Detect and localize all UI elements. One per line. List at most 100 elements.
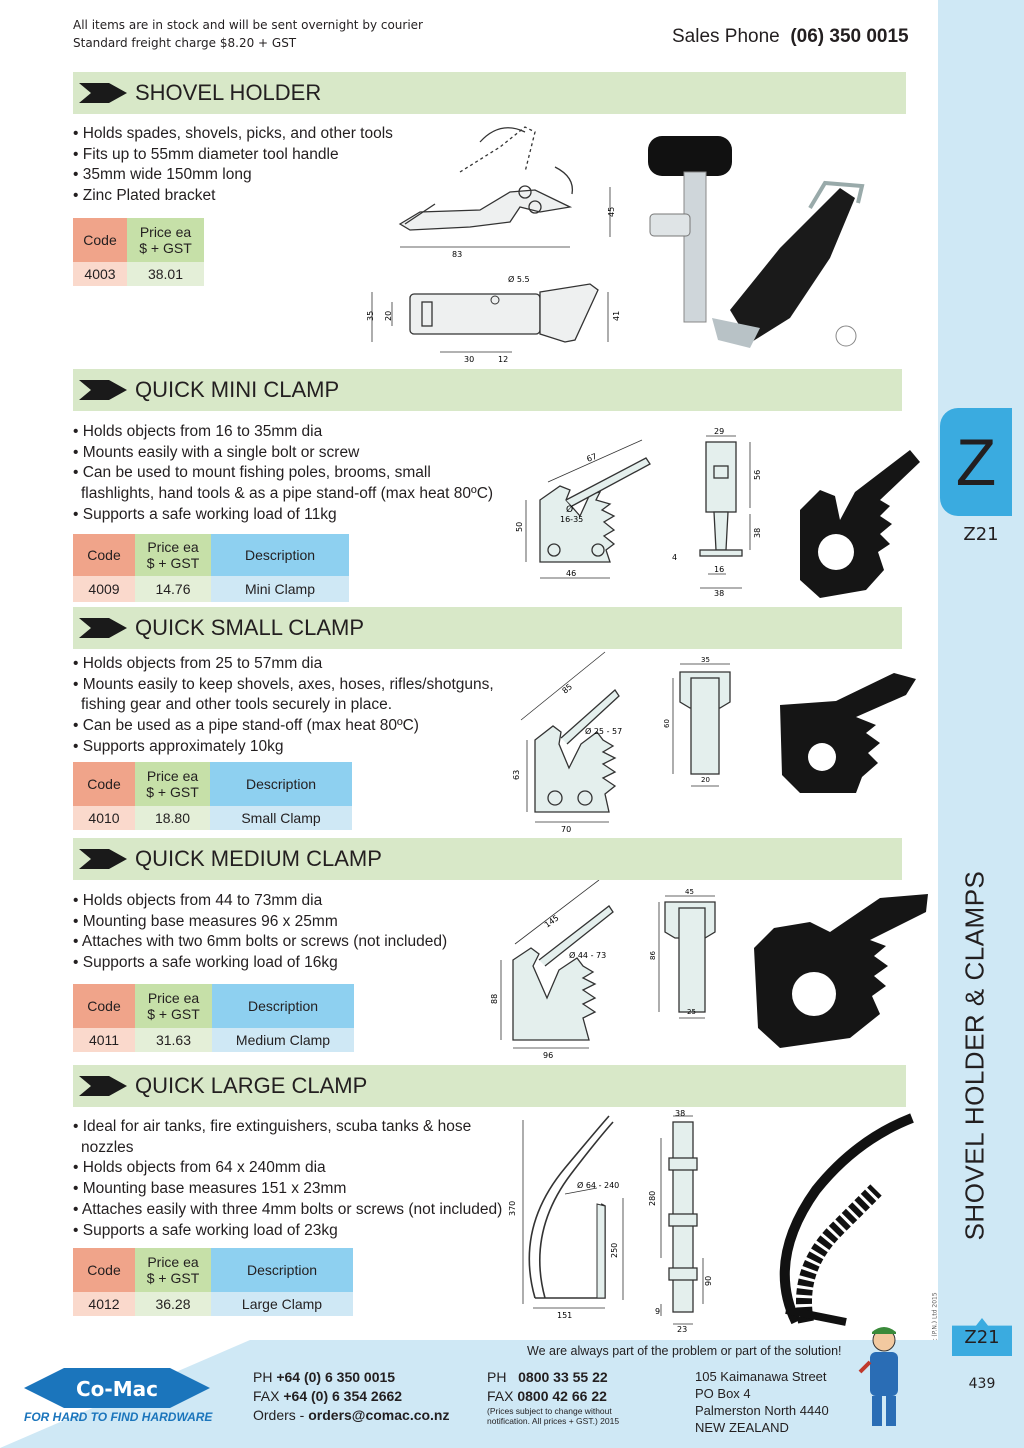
address-line: PO Box 4 (695, 1386, 751, 1401)
product-price: 38.01 (127, 262, 204, 286)
arrow-icon (79, 1076, 127, 1096)
freephone-number[interactable]: 0800 33 55 22 (518, 1369, 608, 1385)
feature-item: flashlights, hand tools & as a pipe stan… (81, 485, 494, 503)
dim-label: 38 (675, 1109, 685, 1118)
feature-item: • Ideal for air tanks, fire extinguisher… (73, 1118, 472, 1135)
product-code[interactable]: 4010 (73, 806, 135, 830)
feature-item: • 35mm wide 150mm long (73, 166, 252, 184)
product-description: Medium Clamp (212, 1028, 354, 1052)
address-line: Palmerston North 4440 (695, 1403, 829, 1418)
freefax-number: 0800 42 66 22 (517, 1388, 607, 1404)
dim-label: 30 (464, 355, 474, 364)
product-price: 36.28 (135, 1292, 211, 1316)
page-number: 439 (968, 1376, 996, 1392)
feature-item: • Mounts easily to keep shovels, axes, h… (73, 675, 494, 693)
arrow-icon (79, 849, 127, 869)
dim-label: 29 (714, 427, 724, 436)
dim-label: 45 (685, 888, 694, 896)
dim-label: 50 (515, 522, 524, 532)
arrow-icon (79, 380, 127, 400)
dim-label: 96 (543, 1051, 553, 1060)
code-header: Code (73, 984, 135, 1028)
description-header: Description (212, 984, 354, 1028)
dim-label: 25 (687, 1008, 696, 1016)
comac-logo[interactable]: Co-Mac (24, 1366, 210, 1410)
feature-item: • Can be used to mount fishing poles, br… (73, 464, 431, 482)
dim-label: 83 (452, 250, 462, 259)
price-header: Price ea$ + GST (135, 534, 211, 576)
section-title: QUICK LARGE CLAMP (135, 1073, 368, 1098)
price-table: Code Price ea$ + GST Description 4011 31… (73, 984, 354, 1052)
freephone-block: PH 0800 33 55 22 FAX 0800 42 66 22 (Pric… (487, 1368, 647, 1426)
side-band (938, 0, 1024, 1448)
section-header-quick-mini-clamp: QUICK MINI CLAMP (73, 369, 902, 411)
ph-number[interactable]: +64 (0) 6 350 0015 (276, 1369, 396, 1385)
orders-email[interactable]: orders@comac.co.nz (308, 1407, 450, 1423)
dim-label: 280 (648, 1191, 657, 1206)
vertical-page-title: SHOVEL HOLDER & CLAMPS (959, 870, 990, 1240)
feature-list: • Ideal for air tanks, fire extinguisher… (73, 1117, 502, 1241)
dim-label: 41 (612, 311, 621, 321)
feature-list: • Holds objects from 44 to 73mm dia • Mo… (73, 891, 447, 974)
section-header-quick-small-clamp: QUICK SMALL CLAMP (73, 607, 902, 649)
product-code[interactable]: 4003 (73, 262, 127, 286)
large-clamp-drawing: 370 Ø 64 - 240 250 151 38 280 90 9 23 (508, 1109, 713, 1334)
section-tab-letter[interactable]: Z (940, 408, 1012, 516)
product-code[interactable]: 4012 (73, 1292, 135, 1316)
large-clamp-photo (779, 1113, 914, 1326)
feature-item: • Mounting base measures 96 x 25mm (73, 912, 338, 930)
small-clamp-photo (780, 673, 916, 793)
product-description: Mini Clamp (211, 576, 349, 602)
section-title: SHOVEL HOLDER (135, 80, 322, 105)
price-table: Code Price ea$ + GST Description 4012 36… (73, 1248, 353, 1316)
feature-item: fishing gear and other tools securely in… (81, 696, 393, 714)
product-code[interactable]: 4009 (73, 576, 135, 602)
dim-label: 88 (490, 994, 499, 1004)
sales-phone-label: Sales Phone (672, 26, 780, 47)
stock-notice: All items are in stock and will be sent … (73, 16, 423, 52)
section-title: QUICK MINI CLAMP (135, 377, 340, 402)
description-header: Description (211, 1248, 353, 1292)
price-table: Code Price ea$ + GST Description 4009 14… (73, 534, 349, 602)
feature-item: • Holds objects from 16 to 35mm dia (73, 423, 323, 440)
sales-phone-number[interactable]: (06) 350 0015 (790, 26, 909, 47)
feature-item: • Supports approximately 10kg (73, 737, 284, 755)
feature-item: • Attaches easily with three 4mm bolts o… (73, 1200, 503, 1218)
dim-label: 35 (701, 656, 710, 664)
dim-label: 12 (498, 355, 508, 364)
section-header-quick-medium-clamp: QUICK MEDIUM CLAMP (73, 838, 902, 880)
price-header: Price ea$ + GST (135, 1248, 211, 1292)
ph-label: PH (253, 1369, 273, 1385)
address-line: NEW ZEALAND (695, 1420, 789, 1435)
section-title: QUICK SMALL CLAMP (135, 615, 365, 640)
product-code[interactable]: 4011 (73, 1028, 135, 1052)
contact-block: PH +64 (0) 6 350 0015 FAX +64 (0) 6 354 … (253, 1368, 450, 1425)
dim-label: 23 (677, 1325, 687, 1334)
address-line: 105 Kaimanawa Street (695, 1369, 827, 1384)
section-title: QUICK MEDIUM CLAMP (135, 846, 382, 871)
code-header: Code (73, 218, 127, 262)
arrow-icon (79, 618, 127, 638)
feature-item: • Supports a safe working load of 16kg (73, 954, 338, 972)
mini-clamp-drawing: 67 Ø 16-35 50 46 29 56 38 4 16 38 (515, 427, 762, 598)
dim-label: 90 (704, 1276, 713, 1286)
feature-list: • Holds objects from 25 to 57mm dia • Mo… (73, 654, 494, 758)
feature-item: • Attaches with two 6mm bolts or screws … (73, 933, 448, 951)
dim-label: 38 (714, 589, 724, 598)
dim-label: 67 (585, 452, 598, 464)
small-clamp-drawing: 85 Ø 25 - 57 63 70 35 60 20 (512, 651, 731, 834)
dim-label: 20 (701, 776, 710, 784)
price-header: Price ea$ + GST (127, 218, 204, 262)
dim-label: Ø (566, 504, 573, 515)
medium-clamp-photo (754, 894, 928, 1048)
arrow-icon (79, 83, 127, 103)
description-header: Description (210, 762, 352, 806)
dim-label: 63 (512, 770, 521, 780)
fax-label: FAX (253, 1388, 280, 1404)
dim-label: 9 (655, 1307, 660, 1316)
dim-label: 86 (649, 951, 657, 960)
address-block: 105 Kaimanawa Street PO Box 4 Palmerston… (695, 1368, 829, 1436)
product-description: Large Clamp (211, 1292, 353, 1316)
shovel-holder-photo (648, 136, 865, 348)
product-price: 14.76 (135, 576, 211, 602)
